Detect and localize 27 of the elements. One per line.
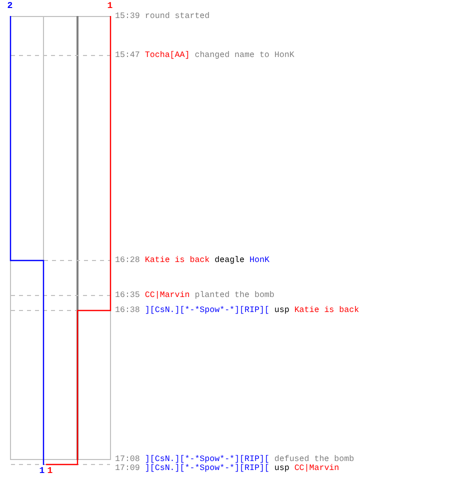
player-name: ][CsN.][*-*Spow*-*][RIP][	[144, 464, 270, 472]
timestamp: 16:28	[115, 256, 140, 264]
weapon-name: usp	[274, 464, 290, 472]
weapon-name: usp	[274, 306, 290, 314]
player-count: 1	[47, 467, 53, 476]
player-name: HonK	[250, 256, 270, 264]
player-count: 1	[39, 467, 45, 476]
timestamp: 17:08	[115, 454, 140, 464]
player-count: 2	[7, 2, 13, 11]
event-text: changed name to HonK	[194, 50, 294, 60]
player-name: Katie is back	[294, 306, 360, 314]
timestamp: 16:38	[115, 306, 140, 314]
player-name: CC|Marvin	[144, 290, 190, 300]
timestamp: 17:09	[115, 464, 140, 472]
event-text: planted the bomb	[194, 290, 274, 300]
timestamp: 15:47	[115, 50, 140, 60]
player-name: Katie is back	[144, 256, 210, 264]
player-name: ][CsN.][*-*Spow*-*][RIP][	[144, 454, 270, 464]
timestamp: 16:35	[115, 290, 140, 300]
weapon-name: deagle	[214, 256, 245, 264]
player-name: ][CsN.][*-*Spow*-*][RIP][	[144, 306, 270, 314]
player-name: CC|Marvin	[294, 464, 340, 472]
player-name: Tocha[AA]	[144, 50, 190, 60]
player-count: 1	[107, 2, 113, 11]
event-text: defused the bomb	[274, 454, 354, 464]
event-text: round started	[144, 12, 210, 20]
timestamp: 15:39	[115, 12, 140, 20]
